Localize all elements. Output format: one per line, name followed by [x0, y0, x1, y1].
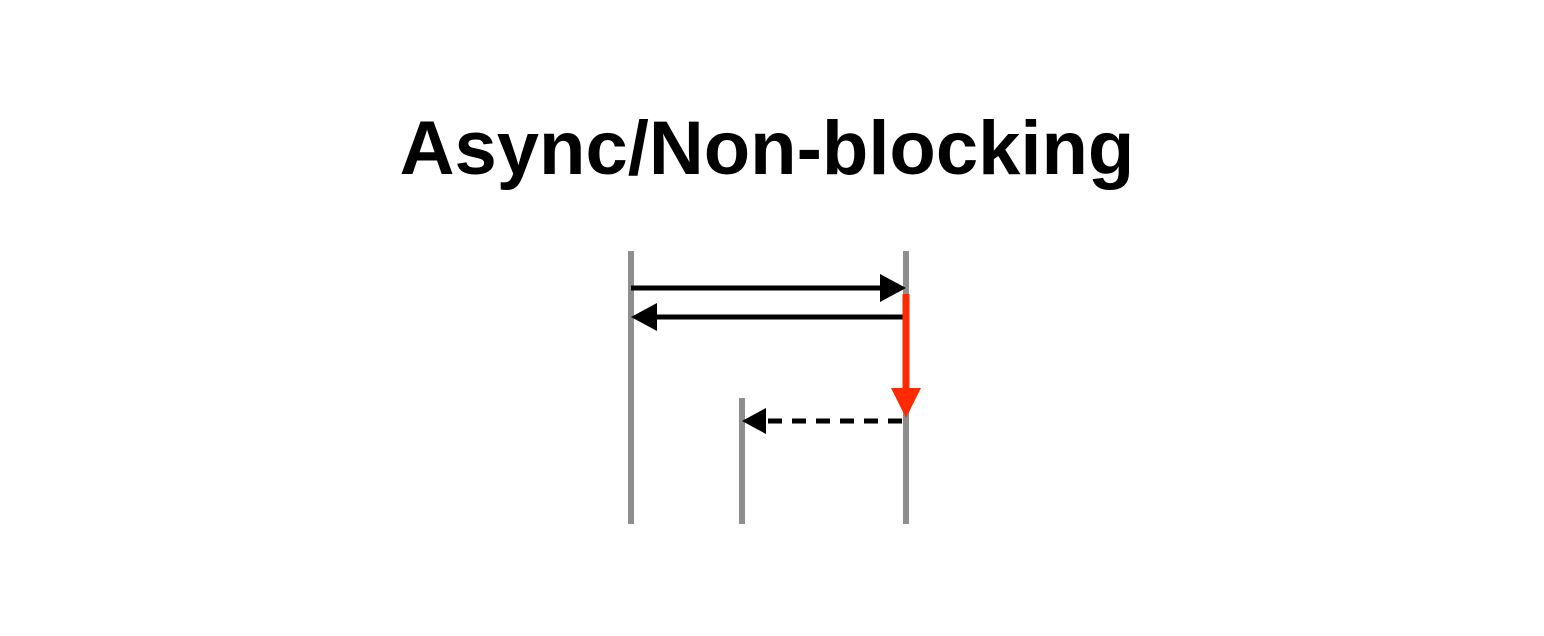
return-arrow	[631, 303, 904, 331]
callback-arrow	[742, 408, 902, 434]
request-arrow	[631, 274, 906, 302]
diagram-title: Async/Non-blocking	[399, 106, 1135, 191]
async-processing-arrow	[891, 294, 921, 418]
